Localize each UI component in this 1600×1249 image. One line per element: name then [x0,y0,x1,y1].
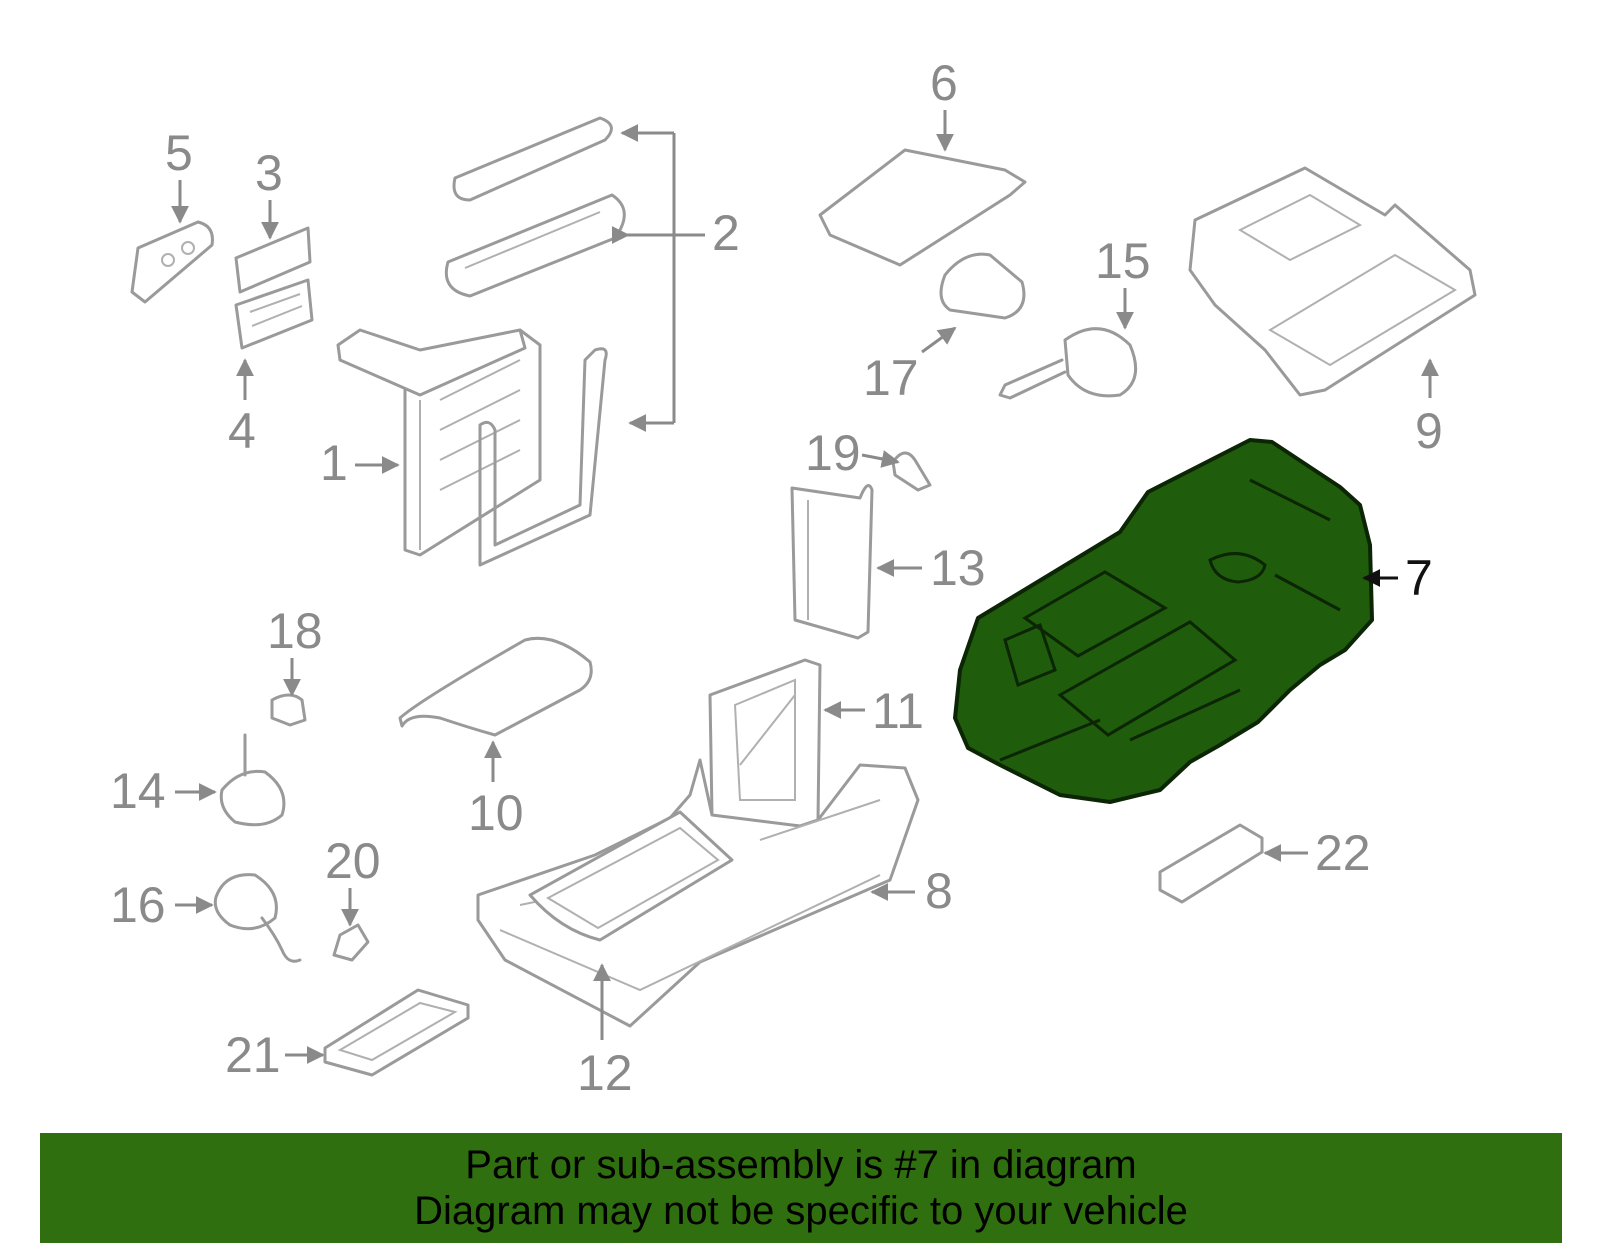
callout-16: 16 [110,877,166,933]
part-4-shape [234,278,314,350]
part-12-shape [528,810,734,942]
callout-14: 14 [110,763,166,819]
callout-21: 21 [225,1027,281,1083]
callout-11: 11 [872,683,924,739]
callout-2: 2 [712,205,740,261]
callout-1: 1 [320,435,348,491]
part-2-upper-shape [444,116,626,298]
banner-line-disclaimer: Diagram may not be specific to your vehi… [414,1189,1188,1233]
part-1-shape [336,328,542,557]
callout-3: 3 [255,145,283,201]
part-18-shape [270,693,307,727]
banner-line-part-number: Part or sub-assembly is #7 in diagram [465,1143,1137,1187]
callout-4: 4 [228,403,256,459]
part-2-lower-shape [478,347,608,567]
part-14-shape [219,733,286,827]
callout-7: 7 [1405,550,1433,606]
callout-19: 19 [805,425,861,481]
part-5-shape [130,220,214,304]
callout-17: 17 [863,350,919,406]
callout-15: 15 [1095,233,1151,289]
part-16-shape [213,873,302,963]
part-13-shape [790,484,874,640]
part-3-shape [234,226,312,294]
callout-5: 5 [165,125,193,181]
part-17-shape [939,252,1026,320]
part-11-shape [708,658,822,828]
info-banner: Part or sub-assembly is #7 in diagram Di… [40,1133,1562,1243]
callout-6: 6 [930,55,958,111]
part-19-shape [891,451,932,492]
callout-18: 18 [267,603,323,659]
part-6-shape [818,148,1027,267]
part-22-shape [1158,823,1264,904]
callout-20: 20 [325,833,381,889]
callout-9: 9 [1415,403,1443,459]
part-10-shape [398,636,593,737]
callout-13: 13 [930,540,986,596]
parts-diagram: 1 2 3 4 5 6 7 8 9 10 11 12 13 14 15 16 1… [110,55,1477,1101]
callout-8: 8 [925,863,953,919]
part-15-shape [998,327,1138,400]
part-9-shape [1188,166,1477,397]
callout-12: 12 [577,1045,633,1101]
part-21-shape [323,988,470,1077]
leader-17 [921,326,957,354]
callout-10: 10 [468,785,524,841]
part-7-shape [953,438,1374,804]
callout-22: 22 [1315,825,1371,881]
part-20-shape [332,923,370,962]
leader-19 [861,450,900,468]
